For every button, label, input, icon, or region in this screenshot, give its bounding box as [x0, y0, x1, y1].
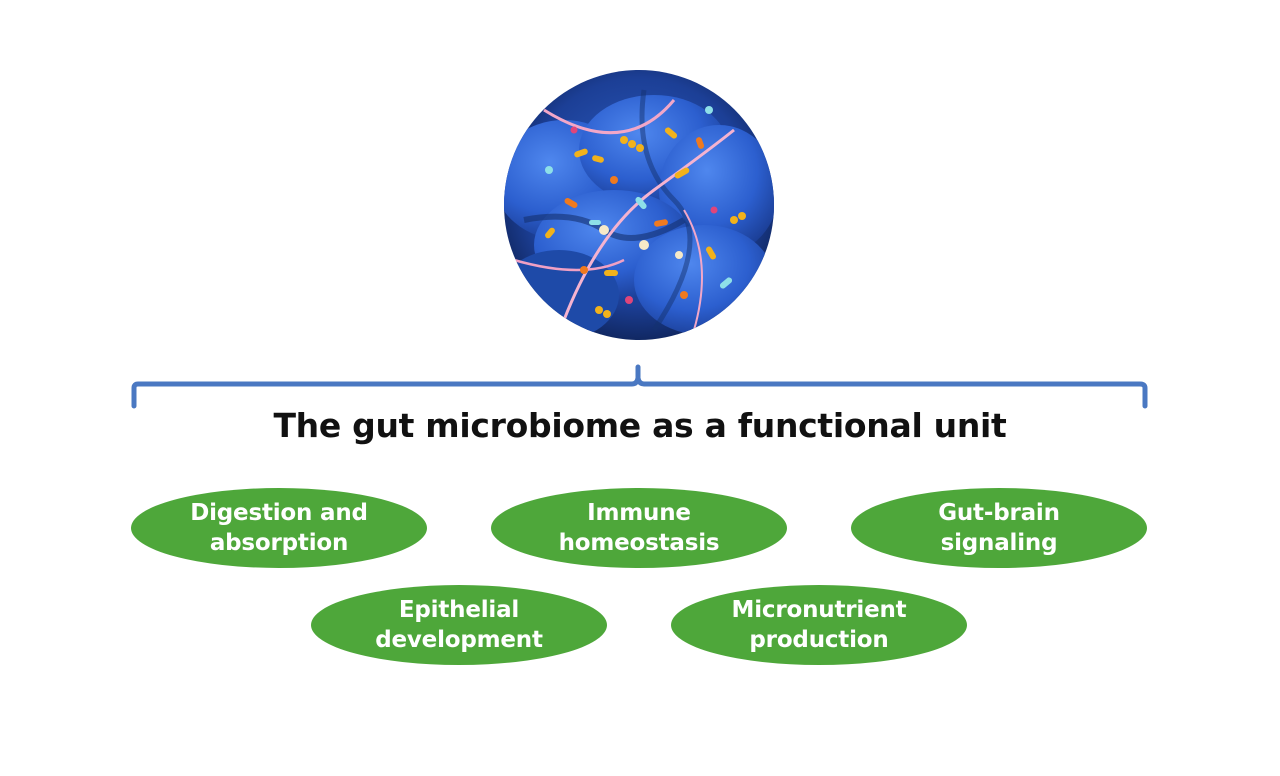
function-label: Digestion and absorption	[190, 500, 368, 556]
function-micronutrient-production: Micronutrient production	[671, 585, 967, 665]
function-label: Epithelial development	[375, 597, 543, 653]
function-label: Micronutrient production	[731, 597, 907, 653]
function-digestion-absorption: Digestion and absorption	[131, 488, 427, 568]
gut-bacteria-micrograph-icon	[504, 70, 774, 340]
diagram-title: The gut microbiome as a functional unit	[273, 406, 1007, 445]
function-label: Immune homeostasis	[558, 500, 720, 556]
function-gut-brain-signaling: Gut-brain signaling	[851, 488, 1147, 568]
function-epithelial-development: Epithelial development	[311, 585, 607, 665]
function-immune-homeostasis: Immune homeostasis	[491, 488, 787, 568]
function-label: Gut-brain signaling	[938, 500, 1060, 556]
